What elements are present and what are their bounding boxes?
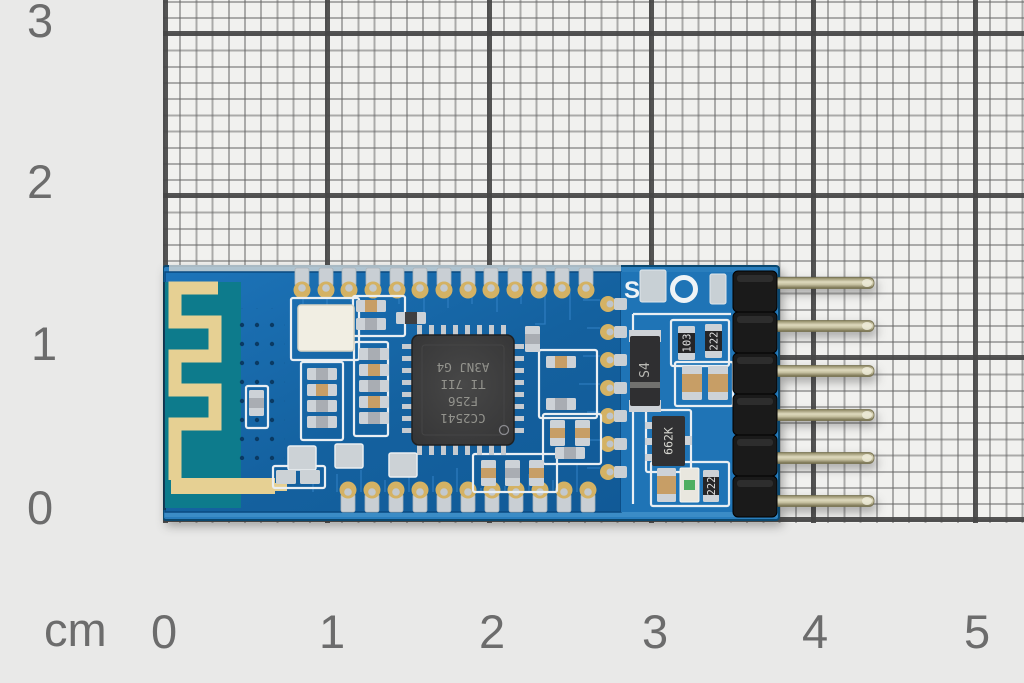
capacitor-pair <box>682 366 728 400</box>
chip-marking: CC2541 F256 TI 7II A3NJ G4 <box>437 360 490 426</box>
chip-marking-line2: F256 <box>448 394 478 409</box>
ruler-bottom-label-3: 3 <box>642 605 669 658</box>
cc2541-chip: CC2541 F256 TI 7II A3NJ G4 <box>402 325 524 455</box>
ruler-left-label-1: 1 <box>31 317 58 370</box>
ruler-unit-label: cm <box>44 603 107 656</box>
bluetooth-module-photo: CC2541 F256 TI 7II A3NJ G4 <box>162 264 877 522</box>
chip-pins <box>402 325 524 455</box>
diode-s4: S4 <box>629 330 661 412</box>
resistor-222-top-label: 222 <box>709 332 721 351</box>
resistor-222-top: 222 <box>705 324 722 358</box>
chip-marking-line3: TI 7II <box>440 377 485 392</box>
ruler-left-label-3: 3 <box>27 0 54 47</box>
carrier-circuitry: S S4 103 222 <box>624 269 735 508</box>
ruler-bottom-label-0: 0 <box>151 605 178 658</box>
ruler-bottom-label-5: 5 <box>964 605 991 658</box>
smd-passives <box>249 300 590 486</box>
ruler-left-label-2: 2 <box>27 155 54 208</box>
silkscreen-circle <box>670 275 698 303</box>
chip-marking-line4: A3NJ G4 <box>437 360 490 375</box>
resistor-222-bottom-label: 222 <box>706 477 718 496</box>
crystal-oscillator <box>297 304 355 352</box>
solder-pad <box>709 273 727 305</box>
chip-marking-line1: CC2541 <box>440 411 485 426</box>
regulator-label: 662K <box>662 427 676 455</box>
pcb-module-graphic: CC2541 F256 TI 7II A3NJ G4 <box>162 265 875 521</box>
silkscreen-outlines <box>244 294 603 494</box>
chip-pin1-mark <box>498 424 510 436</box>
resistor-222-bottom: 222 <box>703 470 719 502</box>
ruler-bottom-label-2: 2 <box>479 605 506 658</box>
pin-header <box>732 270 875 518</box>
resistor-103-label: 103 <box>682 334 694 353</box>
solder-pad <box>639 269 667 303</box>
capacitor-bottom <box>657 468 676 502</box>
silkscreen-letter-s: S <box>624 277 640 304</box>
status-led <box>679 467 700 503</box>
ruler-bottom-label-4: 4 <box>802 605 829 658</box>
via-field <box>239 308 285 460</box>
resistor-103: 103 <box>678 326 695 360</box>
regulator-662k: 662K <box>645 416 692 466</box>
ruler-left-label-0: 0 <box>27 481 54 534</box>
ruler-bottom-label-1: 1 <box>319 605 346 658</box>
diode-label: S4 <box>638 362 653 378</box>
